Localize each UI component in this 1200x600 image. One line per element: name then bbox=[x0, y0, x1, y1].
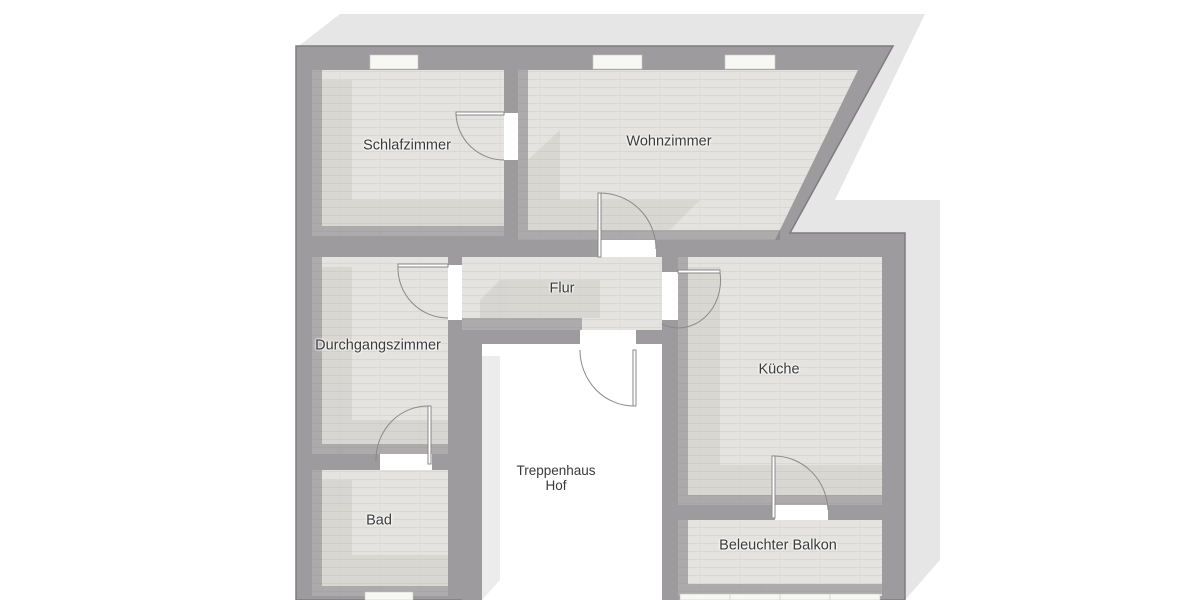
door-balkon bbox=[771, 455, 829, 519]
label-wohnzimmer: Wohnzimmer bbox=[626, 133, 712, 150]
label-treppenhaus-hof: Treppenhaus Hof bbox=[516, 463, 595, 493]
light-shading bbox=[322, 80, 882, 586]
floor-balkon bbox=[678, 520, 882, 596]
label-hof: Hof bbox=[545, 478, 567, 493]
label-flur: Flur bbox=[549, 280, 575, 297]
label-bad: Bad bbox=[366, 512, 392, 529]
label-balkon: Beleuchter Balkon bbox=[719, 537, 837, 554]
window bbox=[829, 593, 881, 600]
floor-schlafzimmer bbox=[312, 70, 504, 236]
floor-wohnzimmer bbox=[518, 70, 858, 240]
door-bad bbox=[375, 405, 432, 465]
floor-flur bbox=[462, 257, 662, 330]
window bbox=[592, 54, 643, 70]
label-schlafzimmer: Schlafzimmer bbox=[363, 137, 451, 154]
floor-bad bbox=[312, 470, 448, 596]
door-schlafzimmer bbox=[455, 111, 505, 161]
label-treppenhaus: Treppenhaus bbox=[516, 463, 596, 478]
floor-durchgangszimmer bbox=[312, 257, 448, 454]
label-durchgangszimmer: Durchgangszimmer bbox=[315, 337, 441, 354]
label-kueche: Küche bbox=[758, 361, 800, 378]
window bbox=[679, 593, 731, 600]
windows bbox=[364, 54, 881, 600]
door-durchgangszimmer bbox=[397, 263, 449, 319]
window bbox=[724, 54, 776, 70]
window bbox=[364, 591, 414, 600]
door-entrance bbox=[579, 349, 637, 407]
window bbox=[729, 593, 781, 600]
floor-kueche bbox=[678, 257, 882, 505]
window bbox=[369, 54, 419, 70]
room-floors bbox=[312, 70, 882, 596]
door-wohnzimmer bbox=[597, 192, 657, 258]
door-kueche bbox=[661, 269, 722, 329]
floor-shadows bbox=[312, 70, 882, 596]
window bbox=[779, 593, 831, 600]
doors bbox=[375, 111, 829, 519]
door-openings bbox=[380, 113, 828, 520]
